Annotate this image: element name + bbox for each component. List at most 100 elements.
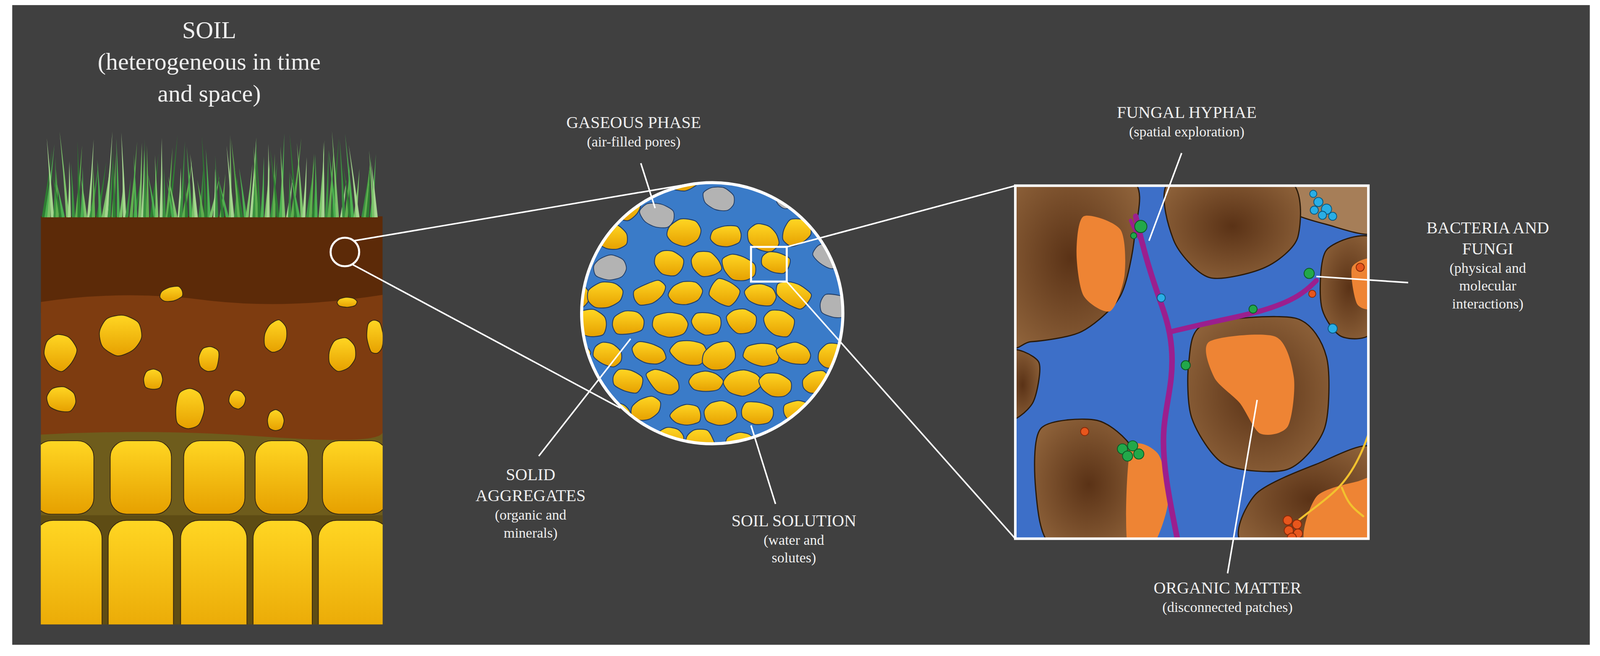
soil-rock <box>99 315 142 356</box>
grass-blade <box>91 163 96 218</box>
callout-subtitle: (water and solutes) <box>751 531 836 568</box>
grass-blade <box>239 167 248 218</box>
grass-blade <box>302 156 307 218</box>
solid-aggregate <box>652 312 688 338</box>
solid-aggregate <box>725 432 756 457</box>
solid-aggregate <box>744 283 777 306</box>
callout-subtitle: (disconnected patches) <box>1131 598 1325 617</box>
air-pore <box>703 186 735 211</box>
soil-rock <box>143 368 163 390</box>
grass-blade <box>218 180 229 218</box>
grass-blade <box>56 180 66 218</box>
organic-matter-patch <box>1076 215 1126 312</box>
solid-aggregate <box>758 373 792 398</box>
microbe-cell <box>1122 450 1133 461</box>
solid-aggregate <box>776 281 812 309</box>
aggregate <box>1015 349 1040 421</box>
bedrock-block <box>318 520 383 625</box>
soil-solution <box>571 173 858 460</box>
soil-block <box>183 440 246 515</box>
solid-aggregate <box>763 310 795 338</box>
grass-blade <box>348 145 360 218</box>
soil-rock <box>337 297 358 308</box>
solid-aggregate <box>597 402 631 427</box>
microbe-cell <box>1292 519 1302 529</box>
callout-title: GASEOUS PHASE <box>545 112 722 134</box>
grass-blade <box>143 139 147 218</box>
grass-blade <box>184 177 189 217</box>
solid-aggregate <box>633 280 666 306</box>
solid-aggregate <box>668 281 703 305</box>
solid-aggregate <box>691 312 722 336</box>
grass-blade <box>112 146 117 217</box>
callout-subtitle: (physical and molecular interactions) <box>1445 259 1530 314</box>
leader-line <box>538 338 631 457</box>
grass-blade <box>280 146 286 218</box>
aggregate <box>1238 445 1369 539</box>
zoom-line <box>786 185 1016 247</box>
grass-blade <box>324 150 329 218</box>
aggregate <box>1015 185 1140 348</box>
solid-aggregate <box>666 218 701 247</box>
microbe-cell <box>1304 268 1315 279</box>
solid-aggregate <box>612 369 643 394</box>
aggregate <box>1163 185 1301 279</box>
soil-rock <box>264 319 287 353</box>
grass-blade <box>318 139 325 218</box>
callout-subtitle: (organic and minerals) <box>484 506 577 542</box>
solid-aggregate <box>630 396 661 421</box>
grass-blade <box>70 162 76 218</box>
grass-blade <box>201 135 208 218</box>
grass-blade <box>371 161 378 218</box>
grass-blade <box>363 162 371 218</box>
yellow-hypha <box>1296 416 1369 523</box>
grass-blade <box>77 141 81 218</box>
fungal-hypha <box>1135 216 1179 539</box>
microbe-cell <box>1134 220 1147 233</box>
leader-line <box>1316 276 1409 283</box>
panel-subtitle: (heterogeneous in time and space) <box>83 45 335 110</box>
zoom-square <box>750 246 787 282</box>
grass-blade <box>107 159 113 218</box>
grass-blade <box>145 144 150 218</box>
zoom-line <box>352 264 621 409</box>
microbe-cell <box>1310 206 1319 215</box>
grass-blade <box>133 154 138 218</box>
soil-block <box>110 440 172 515</box>
air-pore <box>812 241 850 269</box>
panel-title: SOIL <box>83 14 335 46</box>
grass-blade <box>190 154 198 218</box>
grass-blade <box>89 163 99 217</box>
callout-subtitle: (air-filled pores) <box>558 133 710 152</box>
leader-line <box>640 163 656 209</box>
fungal-hypha <box>1171 280 1317 332</box>
solid-aggregate <box>645 369 679 395</box>
grass-blade <box>81 177 88 218</box>
solid-aggregate <box>669 404 701 425</box>
grass-blade <box>179 141 185 218</box>
microbe-cell <box>1181 360 1191 370</box>
microbe-cell <box>1283 515 1293 526</box>
soil-rock <box>328 337 356 372</box>
subsoil-layer <box>40 294 383 441</box>
leader-line <box>1227 400 1258 574</box>
grass-blade <box>46 138 54 218</box>
grass-blade <box>287 169 292 217</box>
grass-blade <box>67 160 71 217</box>
microbe-cell <box>1356 263 1365 272</box>
microbe-cell <box>1130 232 1138 239</box>
callout-title: SOLID AGGREGATES <box>467 464 594 507</box>
solid-aggregate <box>654 250 684 276</box>
grass-blade <box>186 146 193 218</box>
soil-block <box>255 440 309 515</box>
soil-block <box>322 440 383 515</box>
soil-rock <box>228 390 246 410</box>
microbe-cell <box>1313 197 1323 207</box>
air-pore <box>639 203 675 228</box>
callout-title: FUNGAL HYPHAE <box>1098 101 1275 123</box>
micro-scale-view <box>1015 185 1369 539</box>
grass-blade <box>205 148 211 217</box>
solid-aggregate <box>742 343 780 367</box>
grass-blade <box>260 156 265 217</box>
solid-aggregate <box>703 400 737 426</box>
